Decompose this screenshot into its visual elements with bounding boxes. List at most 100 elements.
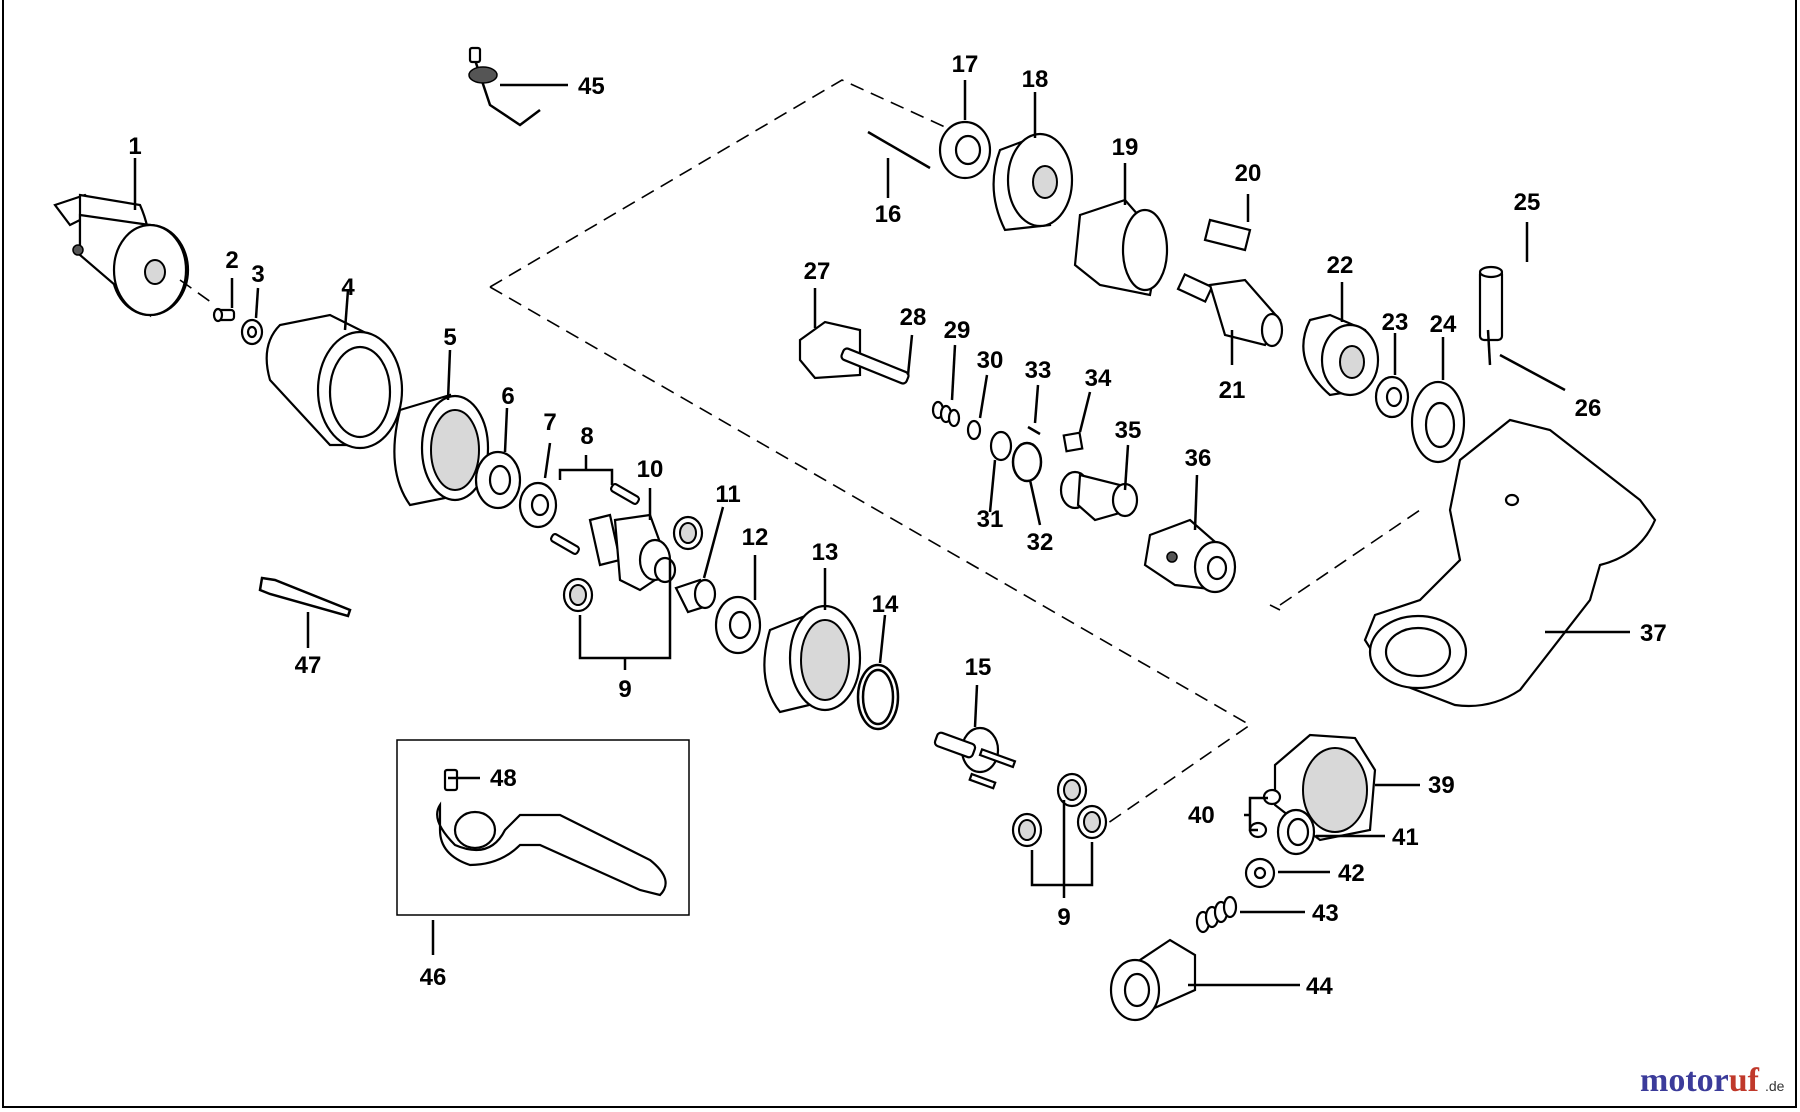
part-20-vane — [1203, 218, 1252, 252]
part-2-screw — [212, 307, 236, 323]
part-11-sleeve — [674, 578, 717, 614]
part-41-bearing — [1276, 808, 1316, 856]
callout-43: 43 — [1312, 900, 1339, 927]
watermark-logo: motoruf — [1640, 1062, 1759, 1100]
callout-17: 17 — [952, 51, 979, 78]
part-27-throttle — [798, 320, 910, 385]
callout-28: 28 — [900, 304, 927, 331]
part-8-pins — [550, 483, 640, 555]
watermark-brand-part2: uf — [1728, 1062, 1759, 1099]
callout-1: 1 — [128, 133, 141, 160]
part-34-key — [1062, 431, 1084, 453]
part-36-bushing — [1143, 518, 1237, 594]
callout-41: 41 — [1392, 824, 1419, 851]
callout-6: 6 — [501, 383, 514, 410]
part-47-hex-key — [258, 576, 352, 618]
callout-7: 7 — [543, 409, 556, 436]
part-7-washer — [518, 481, 558, 529]
part-13-ring-gear — [763, 604, 862, 714]
part-35-reverse-valve — [1059, 470, 1139, 522]
part-31-washer — [989, 430, 1013, 462]
part-3-washer — [240, 318, 264, 346]
chuck-axis — [179, 279, 216, 306]
callout-33: 33 — [1025, 357, 1052, 384]
callout-32: 32 — [1027, 529, 1054, 556]
part-33-pin — [1027, 425, 1041, 436]
callout-24: 24 — [1430, 311, 1457, 338]
part-43-spring — [1195, 895, 1238, 934]
part-30-o-ring — [966, 419, 982, 441]
part-26-pin — [1486, 329, 1492, 366]
callout-48: 48 — [490, 765, 517, 792]
part-23-bearing — [1374, 375, 1410, 419]
callout-27: 27 — [804, 258, 831, 285]
part-17-bearing — [938, 120, 992, 180]
callout-9-upper: 9 — [618, 676, 631, 703]
callout-44: 44 — [1306, 973, 1333, 1000]
part-44-sleeve — [1109, 938, 1197, 1022]
callout-12: 12 — [742, 524, 769, 551]
callout-20: 20 — [1235, 160, 1262, 187]
watermark-suffix: .de — [1765, 1078, 1785, 1094]
callout-23: 23 — [1382, 309, 1409, 336]
callout-13: 13 — [812, 539, 839, 566]
callout-16: 16 — [875, 201, 902, 228]
callout-46: 46 — [420, 964, 447, 991]
callout-14: 14 — [872, 591, 899, 618]
callout-9-lower: 9 — [1057, 904, 1070, 931]
watermark-brand-part1: motor — [1640, 1062, 1729, 1099]
callout-35: 35 — [1115, 417, 1142, 444]
callout-45: 45 — [578, 73, 605, 100]
part-22-end-plate — [1302, 313, 1380, 397]
callout-11: 11 — [715, 481, 740, 508]
callout-34: 34 — [1085, 365, 1112, 392]
part-10-planet-carrier — [588, 513, 677, 592]
assembly-dashed-outline — [489, 79, 1421, 831]
part-16-pin — [867, 130, 931, 170]
part-15-carrier — [933, 726, 1017, 790]
part-6-bearing — [474, 450, 522, 510]
callout-26: 26 — [1575, 395, 1602, 422]
part-12-bearing — [714, 595, 762, 655]
callout-4: 4 — [341, 274, 355, 301]
part-24-gasket — [1410, 380, 1466, 464]
callout-47: 47 — [295, 652, 322, 679]
callout-10: 10 — [637, 456, 664, 483]
part-46-box — [396, 739, 690, 916]
callout-3: 3 — [251, 261, 264, 288]
part-14-retaining-ring — [856, 663, 900, 731]
part-29-spring — [931, 400, 961, 428]
part-19-cylinder — [1073, 198, 1169, 297]
part-25-valve — [1478, 265, 1504, 342]
callout-18: 18 — [1022, 66, 1049, 93]
part-21-rotor — [1176, 272, 1284, 348]
callout-39: 39 — [1428, 772, 1455, 799]
callout-19: 19 — [1112, 134, 1139, 161]
callout-21: 21 — [1219, 377, 1246, 404]
part-32-ring — [1011, 441, 1043, 483]
part-37-housing — [1363, 418, 1657, 708]
leader-lines — [133, 80, 1630, 987]
callout-31: 31 — [977, 506, 1004, 533]
callout-8: 8 — [580, 423, 593, 450]
part-5-needle-bearing — [393, 393, 490, 507]
callout-labels: 1 2 3 4 5 6 7 8 9 9 10 11 12 13 14 15 16… — [128, 51, 1666, 1000]
callout-36: 36 — [1185, 445, 1212, 472]
callout-22: 22 — [1327, 252, 1354, 279]
callout-40: 40 — [1188, 802, 1215, 829]
callout-2: 2 — [225, 247, 238, 274]
callout-30: 30 — [977, 347, 1004, 374]
callout-29: 29 — [944, 317, 971, 344]
part-42-spider — [1244, 857, 1276, 889]
part-9-planet-gears-lower — [1011, 772, 1108, 848]
part-1-chuck — [53, 193, 190, 318]
part-45-chuck-key — [468, 46, 541, 127]
callout-42: 42 — [1338, 860, 1365, 887]
part-4-housing-ring — [265, 313, 404, 450]
callout-25: 25 — [1514, 189, 1541, 216]
callout-5: 5 — [443, 324, 456, 351]
callout-37: 37 — [1640, 620, 1667, 647]
